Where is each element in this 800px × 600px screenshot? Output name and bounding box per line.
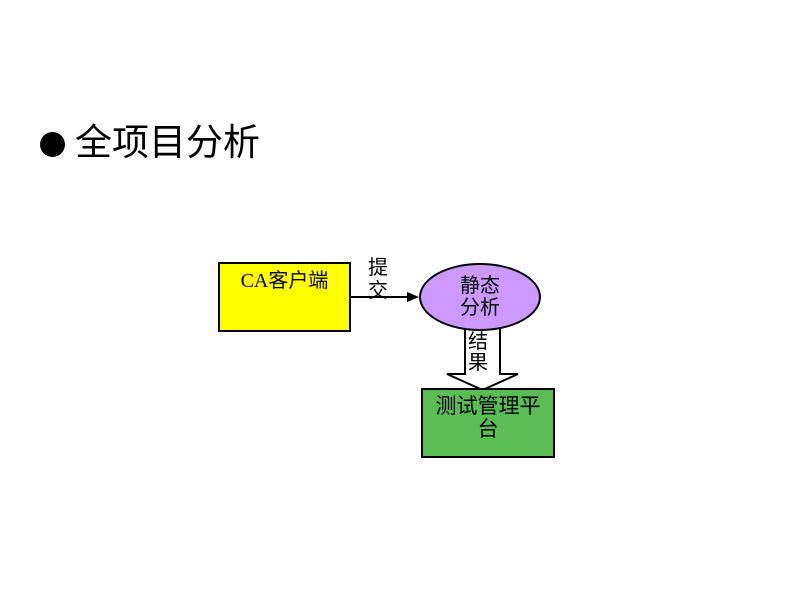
ca-client-label: CA客户端 [240,270,329,292]
bullet-icon [40,131,65,157]
submit-arrow-label: 提交 [368,257,388,302]
slide-title: 全项目分析 [75,123,260,164]
static-analysis-label: 静态分析 [460,275,500,319]
static-analysis-node: 静态分析 [419,263,541,331]
slide-title-row: 全项目分析 [40,123,260,165]
test-platform-node: 测试管理平台 [421,388,555,458]
result-arrow-label: 结果 [468,331,488,374]
submit-arrow-icon [351,292,419,302]
ca-client-node: CA客户端 [218,262,351,332]
result-arrow-icon [446,327,519,391]
test-platform-label: 测试管理平台 [435,394,541,441]
